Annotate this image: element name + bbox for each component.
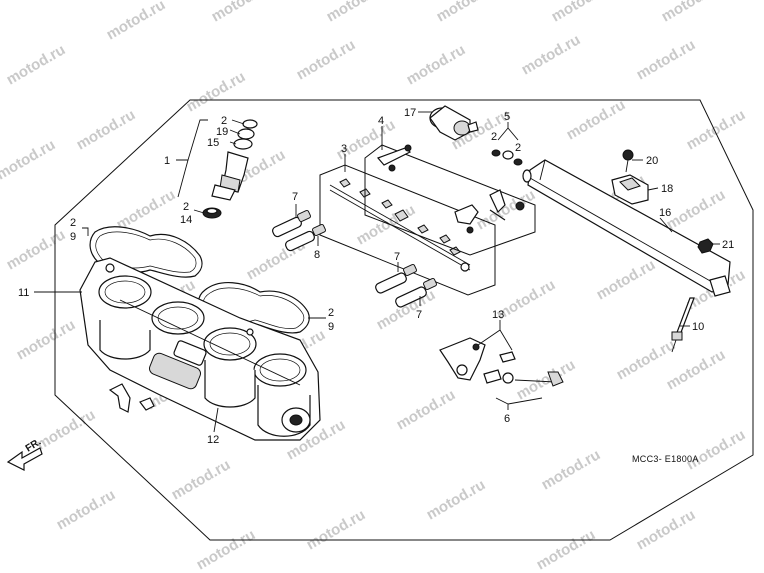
watermark: motod.ru xyxy=(549,0,614,25)
callout-15: 15 xyxy=(207,137,219,149)
callout-17: 17 xyxy=(404,107,416,119)
callout-5: 5 xyxy=(504,111,510,123)
callouts: 1 2 19 15 2 14 2 9 11 2 9 12 3 4 7 8 7 7… xyxy=(18,107,734,446)
fuel-rail xyxy=(522,159,731,297)
watermark: motod.ru xyxy=(659,0,724,25)
callout-10: 10 xyxy=(692,321,704,333)
callout-2: 2 xyxy=(70,217,76,229)
map-sensor xyxy=(611,174,649,205)
callout-20: 20 xyxy=(646,155,658,167)
diagram-code: MCC3- E1800A xyxy=(632,454,699,464)
callout-3: 3 xyxy=(341,143,347,155)
watermark: motod.ru xyxy=(594,256,659,303)
watermark: motod.ru xyxy=(394,386,459,433)
callout-6: 6 xyxy=(504,413,510,425)
watermark: motod.ru xyxy=(564,96,629,143)
watermark: motod.ru xyxy=(634,506,699,553)
callout-14: 14 xyxy=(180,214,192,226)
bracket-clip xyxy=(108,383,131,413)
callout-7: 7 xyxy=(416,309,422,321)
bolt xyxy=(139,397,155,411)
o-ring xyxy=(513,158,523,166)
stud-bolt xyxy=(671,297,695,353)
nut xyxy=(697,238,714,254)
watermark: motod.ru xyxy=(424,476,489,523)
watermark: motod.ru xyxy=(184,68,249,115)
fuel-pipe-fittings xyxy=(339,178,461,256)
watermark: motod.ru xyxy=(4,226,69,273)
callout-1: 1 xyxy=(164,155,170,167)
injector-seal-upper xyxy=(272,209,311,238)
callout-16: 16 xyxy=(659,207,671,219)
watermark: motod.ru xyxy=(34,406,99,453)
callout-2: 2 xyxy=(221,115,227,127)
callout-13: 13 xyxy=(492,309,504,321)
leader-lines xyxy=(34,111,720,433)
callout-12: 12 xyxy=(207,434,219,446)
callout-8: 8 xyxy=(314,249,320,261)
watermark: motod.ru xyxy=(534,526,599,573)
watermark: motod.ru xyxy=(404,41,469,88)
watermark: motod.ru xyxy=(0,136,58,183)
callout-9: 9 xyxy=(70,231,76,243)
callout-18: 18 xyxy=(661,183,673,195)
throttle-body xyxy=(79,257,321,441)
watermark: motod.ru xyxy=(539,446,604,493)
callout-9: 9 xyxy=(328,321,334,333)
fuel-injector xyxy=(202,119,258,219)
watermark: motod.ru xyxy=(519,31,584,78)
injector-seal-low xyxy=(395,277,437,308)
callout-19: 19 xyxy=(216,126,228,138)
o-ring xyxy=(502,150,514,160)
pressure-regulator xyxy=(429,105,479,141)
watermark: motod.ru xyxy=(104,0,169,43)
watermark: motod.ru xyxy=(209,0,274,25)
watermark: motod.ru xyxy=(54,486,119,533)
callout-2: 2 xyxy=(515,142,521,154)
watermark: motod.ru xyxy=(169,456,234,503)
watermark: motod.ru xyxy=(684,426,749,473)
injector-seal-lower xyxy=(285,223,326,252)
injector-seal-mid xyxy=(375,263,417,294)
assembly-frame xyxy=(54,99,754,541)
callout-2: 2 xyxy=(328,307,334,319)
watermark: motod.ru xyxy=(74,106,139,153)
watermark: motod.ru xyxy=(684,106,749,153)
watermark: motod.ru xyxy=(114,186,179,233)
watermark: motod.ru xyxy=(324,0,389,25)
watermark: motod.ru xyxy=(514,356,579,403)
callout-7: 7 xyxy=(394,251,400,263)
callout-21: 21 xyxy=(722,239,734,251)
sensor-bolt xyxy=(622,149,634,173)
callout-7: 7 xyxy=(292,191,298,203)
watermark: motod.ru xyxy=(14,316,79,363)
callout-4: 4 xyxy=(378,115,384,127)
callout-11: 11 xyxy=(18,287,29,299)
watermark: motod.ru xyxy=(634,36,699,83)
throttle-stay xyxy=(439,337,564,387)
watermark: motod.ru xyxy=(434,0,499,25)
callout-2: 2 xyxy=(491,131,497,143)
watermark: motod.ru xyxy=(4,41,69,88)
watermark: motod.ru xyxy=(294,36,359,83)
o-ring xyxy=(491,149,501,157)
callout-2: 2 xyxy=(183,201,189,213)
watermark: motod.ru xyxy=(304,506,369,553)
front-direction-arrow: FR. xyxy=(6,437,43,471)
